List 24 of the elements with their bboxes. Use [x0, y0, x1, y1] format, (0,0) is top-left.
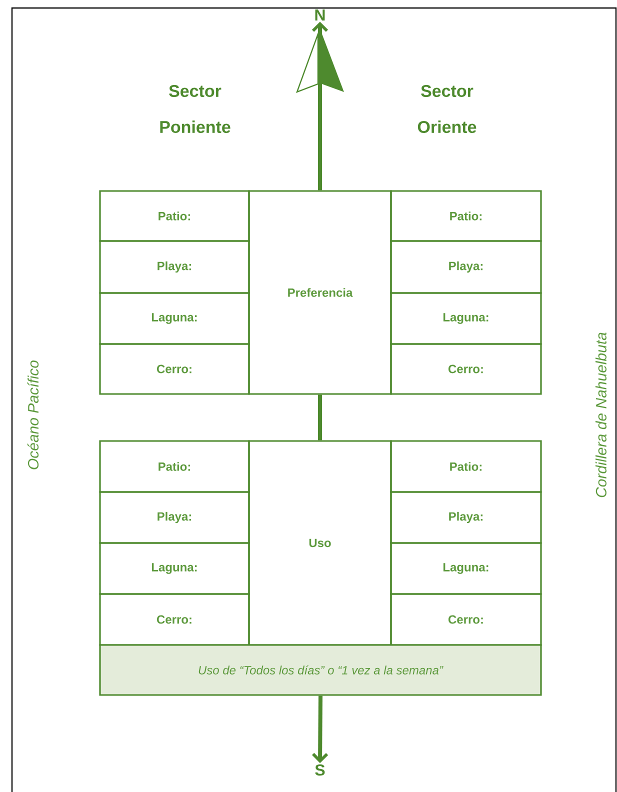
table-cell: Patio:	[390, 440, 542, 493]
table-cell: Laguna:	[390, 542, 542, 595]
table-cell: Cerro:	[99, 343, 250, 395]
axis-arrow	[312, 696, 328, 764]
side-label: Cordillera de Nahuelbuta	[595, 332, 606, 498]
table-cell: Playa:	[99, 240, 250, 294]
table-cell: Playa:	[390, 240, 542, 294]
sector-title: Sector Oriente	[418, 84, 476, 134]
table-cell: Cerro:	[390, 343, 542, 395]
compass-letter: S	[315, 764, 325, 776]
table-cell: Laguna:	[390, 292, 542, 345]
table-cell: Laguna:	[99, 542, 250, 595]
table-cell: Patio:	[390, 190, 542, 242]
sector-title: Sector Poniente	[160, 84, 230, 134]
note-band: Uso de “Todos los días” o “1 vez a la semana”	[99, 644, 542, 696]
axis-arrow	[312, 22, 328, 190]
table-cell: Patio:	[99, 440, 250, 493]
compass-letter: N	[315, 10, 325, 20]
table-cell: Laguna:	[99, 292, 250, 345]
center-box: Preferencia	[248, 190, 392, 395]
table-cell: Playa:	[99, 491, 250, 544]
side-label: Océano Pacífico	[27, 360, 39, 470]
table-cell: Patio:	[99, 190, 250, 242]
table-cell: Playa:	[390, 491, 542, 544]
